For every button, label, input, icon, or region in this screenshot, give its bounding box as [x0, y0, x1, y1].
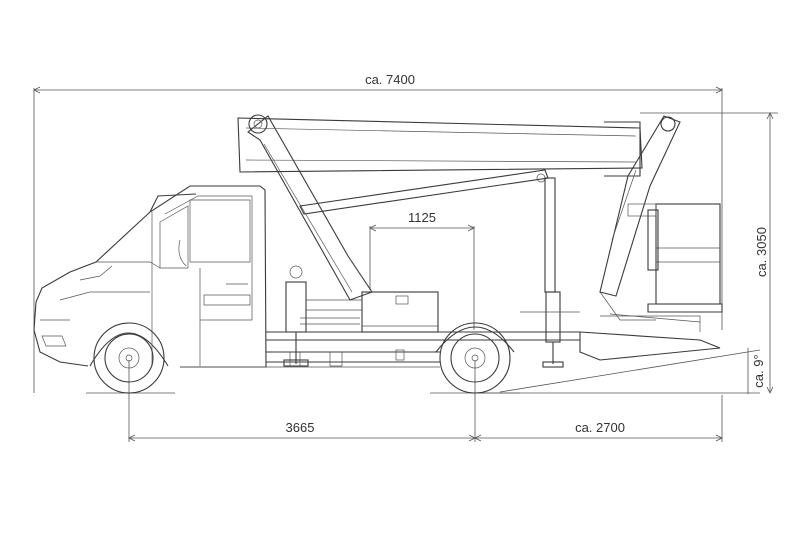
rear-wheel — [435, 322, 515, 394]
boom-cylinder — [299, 169, 549, 215]
front-outrigger-assembly — [283, 265, 362, 367]
label-wheelbase: 3665 — [286, 420, 315, 435]
dimension-outrigger-offset — [369, 224, 475, 330]
tool-box — [361, 291, 439, 333]
work-basket — [609, 203, 723, 323]
label-outrigger-offset: 1125 — [408, 210, 436, 225]
rear-outrigger-assembly — [520, 291, 580, 368]
label-angle: ca. 9° — [751, 354, 766, 387]
front-wheel — [93, 322, 165, 394]
jib-arm — [599, 115, 681, 321]
lower-boom — [247, 114, 373, 301]
dimension-height — [640, 112, 778, 394]
dimension-angle — [480, 348, 761, 394]
chassis-frame — [180, 317, 580, 368]
vehicle-cab — [33, 185, 267, 368]
rear-deck — [579, 315, 721, 361]
dimension-rear-overhang — [474, 395, 723, 442]
upper-boom — [237, 117, 643, 177]
label-rear-overhang: ca. 2700 — [575, 420, 625, 435]
dimension-overall-length — [33, 86, 723, 393]
turret-column — [536, 173, 556, 293]
label-overall-length: ca. 7400 — [365, 72, 415, 87]
label-height: ca. 3050 — [754, 227, 769, 277]
